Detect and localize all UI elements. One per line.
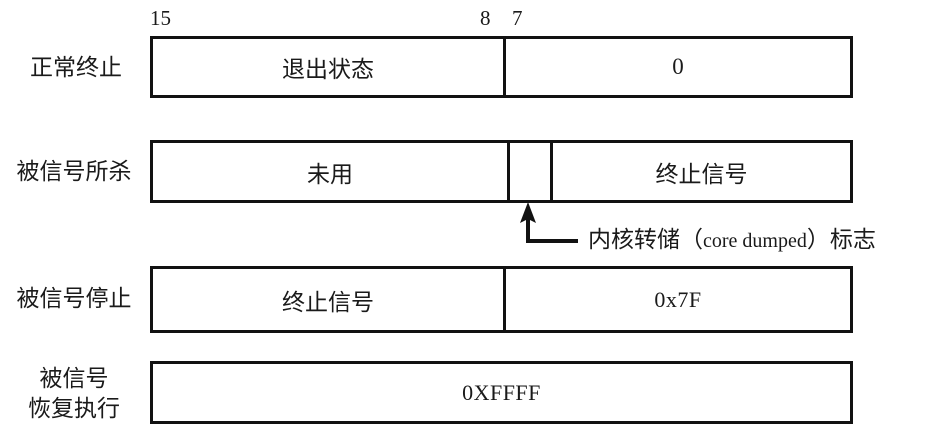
annotation-suffix: ）标志 (806, 227, 876, 252)
cell-0xffff: 0XFFFF (462, 379, 541, 405)
bit-label-15: 15 (150, 6, 171, 30)
cell-unused: 未用 (307, 161, 353, 187)
cell-zero: 0 (502, 39, 850, 95)
cell-stop-signal: 终止信号 (281, 289, 374, 315)
field-box-continued-by-signal: 0XFFFF (150, 361, 853, 424)
cell-terminating-signal: 终止信号 (550, 143, 850, 200)
annotation-prefix: 内核转储（ (588, 227, 703, 252)
row-label-continued-by-signal-line1: 被信号 (39, 366, 109, 391)
core-dump-annotation-text: 内核转储（core dumped）标志 (588, 228, 876, 251)
bit-label-8: 8 (480, 6, 491, 30)
field-box-normal-exit: 退出状态 0 (150, 36, 853, 98)
bit-label-7: 7 (512, 6, 523, 30)
cell-exit-status: 退出状态 (281, 57, 374, 82)
field-box-stopped-by-signal: 终止信号 0x7F (150, 266, 853, 333)
field-box-killed-by-signal: 未用 终止信号 (150, 140, 853, 203)
annotation-latin: core dumped (703, 230, 807, 252)
row-label-stopped-by-signal: 被信号停止 (16, 286, 132, 311)
row-label-continued-by-signal-line2: 恢复执行 (28, 396, 120, 421)
row-label-normal-exit: 正常终止 (30, 55, 122, 80)
row-label-killed-by-signal: 被信号所杀 (16, 159, 132, 184)
cell-core-dump-flag (507, 143, 550, 200)
cell-0x7f: 0x7F (502, 269, 850, 330)
